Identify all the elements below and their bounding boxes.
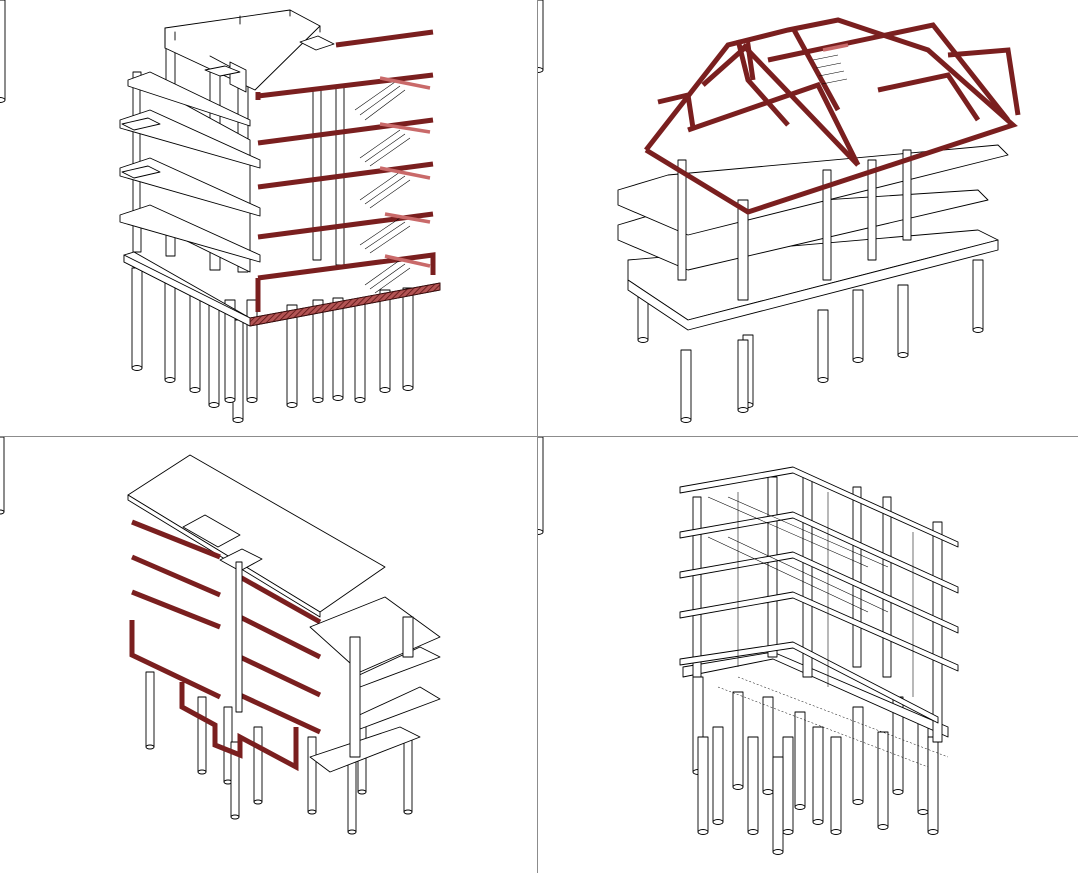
roof-parapet [164, 9, 335, 93]
columns [677, 149, 912, 301]
section-view-stairs[interactable] [0, 0, 537, 436]
floor-slab-section-drawing [0, 437, 441, 835]
piles [538, 437, 939, 855]
rooftop-boxes [182, 514, 263, 713]
piles [0, 437, 413, 835]
floor-slab-section-view[interactable] [0, 437, 537, 873]
roof-slab [127, 454, 386, 618]
section-view-stairs-drawing [0, 0, 441, 423]
floor-slabs [617, 144, 1009, 331]
floor-frames [679, 466, 959, 724]
balcony-stubs [121, 65, 241, 179]
horizontal-divider[interactable] [0, 436, 1078, 437]
frame-underside-drawing [538, 437, 959, 855]
piles [131, 267, 414, 423]
stair-flights [354, 76, 431, 294]
roof-beams [644, 17, 1021, 215]
roof-framing-view[interactable] [538, 0, 1078, 436]
right-wing-slabs [309, 596, 441, 773]
stair-opening [812, 54, 848, 85]
frame-underside-view[interactable] [538, 437, 1078, 873]
piles [538, 0, 984, 423]
slab-cuts [129, 519, 322, 772]
pile-group [0, 0, 6, 103]
foundation-slab [123, 251, 441, 327]
roof-framing-drawing [538, 0, 1021, 423]
